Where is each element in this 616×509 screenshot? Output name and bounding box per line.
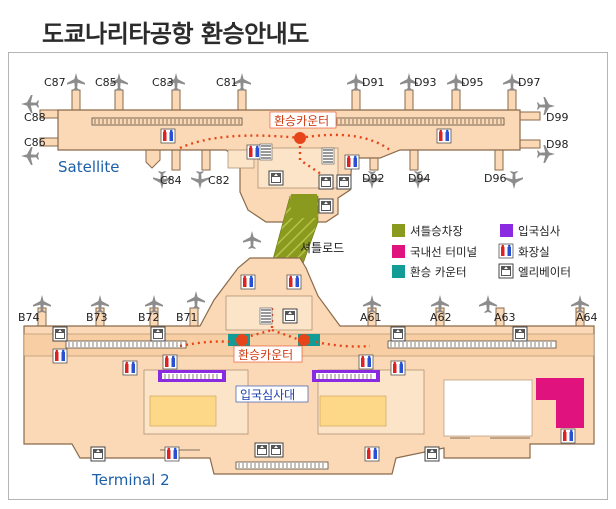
elevator-icon xyxy=(424,446,440,462)
svg-text:B73: B73 xyxy=(86,311,108,324)
terminal-2-building xyxy=(23,257,595,475)
legend-swatch-transfer xyxy=(392,265,405,278)
elevator-icon xyxy=(150,326,166,342)
elevator-icon xyxy=(512,326,528,342)
page-title: 도쿄나리타공항 환승안내도 xyxy=(42,20,309,48)
elevator-icon xyxy=(390,326,406,342)
legend-label: 화장실 xyxy=(518,245,550,259)
restroom-icon xyxy=(160,128,176,144)
elevator-icon xyxy=(282,308,298,324)
restroom-icon xyxy=(436,128,452,144)
restroom-icon xyxy=(498,243,514,259)
svg-text:B71: B71 xyxy=(176,311,198,324)
elevator-icon xyxy=(268,442,284,458)
transfer-point-terminal-left xyxy=(236,334,248,346)
svg-text:C87: C87 xyxy=(44,76,66,89)
stairs-icon xyxy=(259,307,273,325)
svg-text:D94: D94 xyxy=(408,172,430,185)
domestic-terminal-area xyxy=(536,378,584,428)
satellite-gate-labels: C87 C85 C83 C81 D91 D93 D95 D97 C88 C86 … xyxy=(24,76,568,187)
restroom-icon xyxy=(344,154,360,170)
transfer-counter-label-satellite: 환승카운터 xyxy=(274,114,329,128)
transfer-counter-label-terminal: 환승카운터 xyxy=(238,348,293,362)
satellite-label: Satellite xyxy=(58,158,119,176)
legend-label: 셔틀승차장 xyxy=(410,224,463,238)
restroom-icon xyxy=(246,144,262,160)
elevator-icon xyxy=(254,442,270,458)
svg-text:D97: D97 xyxy=(518,76,540,89)
svg-text:C86: C86 xyxy=(24,136,46,149)
elevator-icon xyxy=(52,326,68,342)
restroom-icon xyxy=(164,446,180,462)
svg-text:D92: D92 xyxy=(362,172,384,185)
legend-label: 엘리베이터 xyxy=(518,265,571,279)
svg-text:C82: C82 xyxy=(208,174,230,187)
legend-label: 입국심사 xyxy=(518,224,561,238)
terminal-2-label: Terminal 2 xyxy=(91,471,170,489)
elevator-icon xyxy=(336,174,352,190)
immigration-desk-label: 입국심사대 xyxy=(240,388,295,402)
svg-text:C85: C85 xyxy=(95,76,117,89)
elevator-icon xyxy=(498,263,514,279)
svg-text:A62: A62 xyxy=(430,311,452,324)
legend-label: 환승 카운터 xyxy=(410,265,467,279)
stairs-icon xyxy=(321,147,335,165)
shuttle-road-label: 셔틀로드 xyxy=(300,241,344,255)
map-frame xyxy=(8,52,608,500)
svg-text:A63: A63 xyxy=(494,311,516,324)
legend-label: 국내선 터미널 xyxy=(410,245,477,259)
transfer-point-satellite xyxy=(294,132,306,144)
svg-text:C88: C88 xyxy=(24,111,46,124)
restroom-icon xyxy=(390,360,406,376)
svg-text:D93: D93 xyxy=(414,76,436,89)
terminal-gate-labels: B74 B73 B72 B71 A61 A62 A63 A64 xyxy=(18,311,598,324)
restroom-icon xyxy=(286,274,302,290)
legend-swatch-domestic xyxy=(392,245,405,258)
restroom-icon xyxy=(162,354,178,370)
svg-text:D91: D91 xyxy=(362,76,384,89)
svg-text:C84: C84 xyxy=(160,174,182,187)
svg-text:B72: B72 xyxy=(138,311,160,324)
svg-text:D95: D95 xyxy=(461,76,483,89)
elevator-icon xyxy=(318,198,334,214)
svg-text:D99: D99 xyxy=(546,111,568,124)
svg-text:C83: C83 xyxy=(152,76,174,89)
svg-text:A61: A61 xyxy=(360,311,382,324)
restroom-icon xyxy=(122,360,138,376)
restroom-icon xyxy=(560,428,576,444)
svg-text:D96: D96 xyxy=(484,172,506,185)
legend-swatch-shuttle xyxy=(392,224,405,237)
legend-swatch-immigration xyxy=(500,224,513,237)
svg-text:D98: D98 xyxy=(546,138,568,151)
stairs-icon xyxy=(259,143,273,161)
restroom-icon xyxy=(364,446,380,462)
restroom-icon xyxy=(240,274,256,290)
elevator-icon xyxy=(268,170,284,186)
restroom-icon xyxy=(52,348,68,364)
legend: 셔틀승차장 입국심사 국내선 터미널 화장실 환승 카운터 엘리베이터 xyxy=(392,224,571,279)
svg-text:A64: A64 xyxy=(576,311,598,324)
elevator-icon xyxy=(90,446,106,462)
transfer-point-terminal-right xyxy=(298,334,310,346)
elevator-icon xyxy=(318,174,334,190)
restroom-icon xyxy=(358,354,374,370)
svg-text:B74: B74 xyxy=(18,311,40,324)
svg-text:C81: C81 xyxy=(216,76,238,89)
